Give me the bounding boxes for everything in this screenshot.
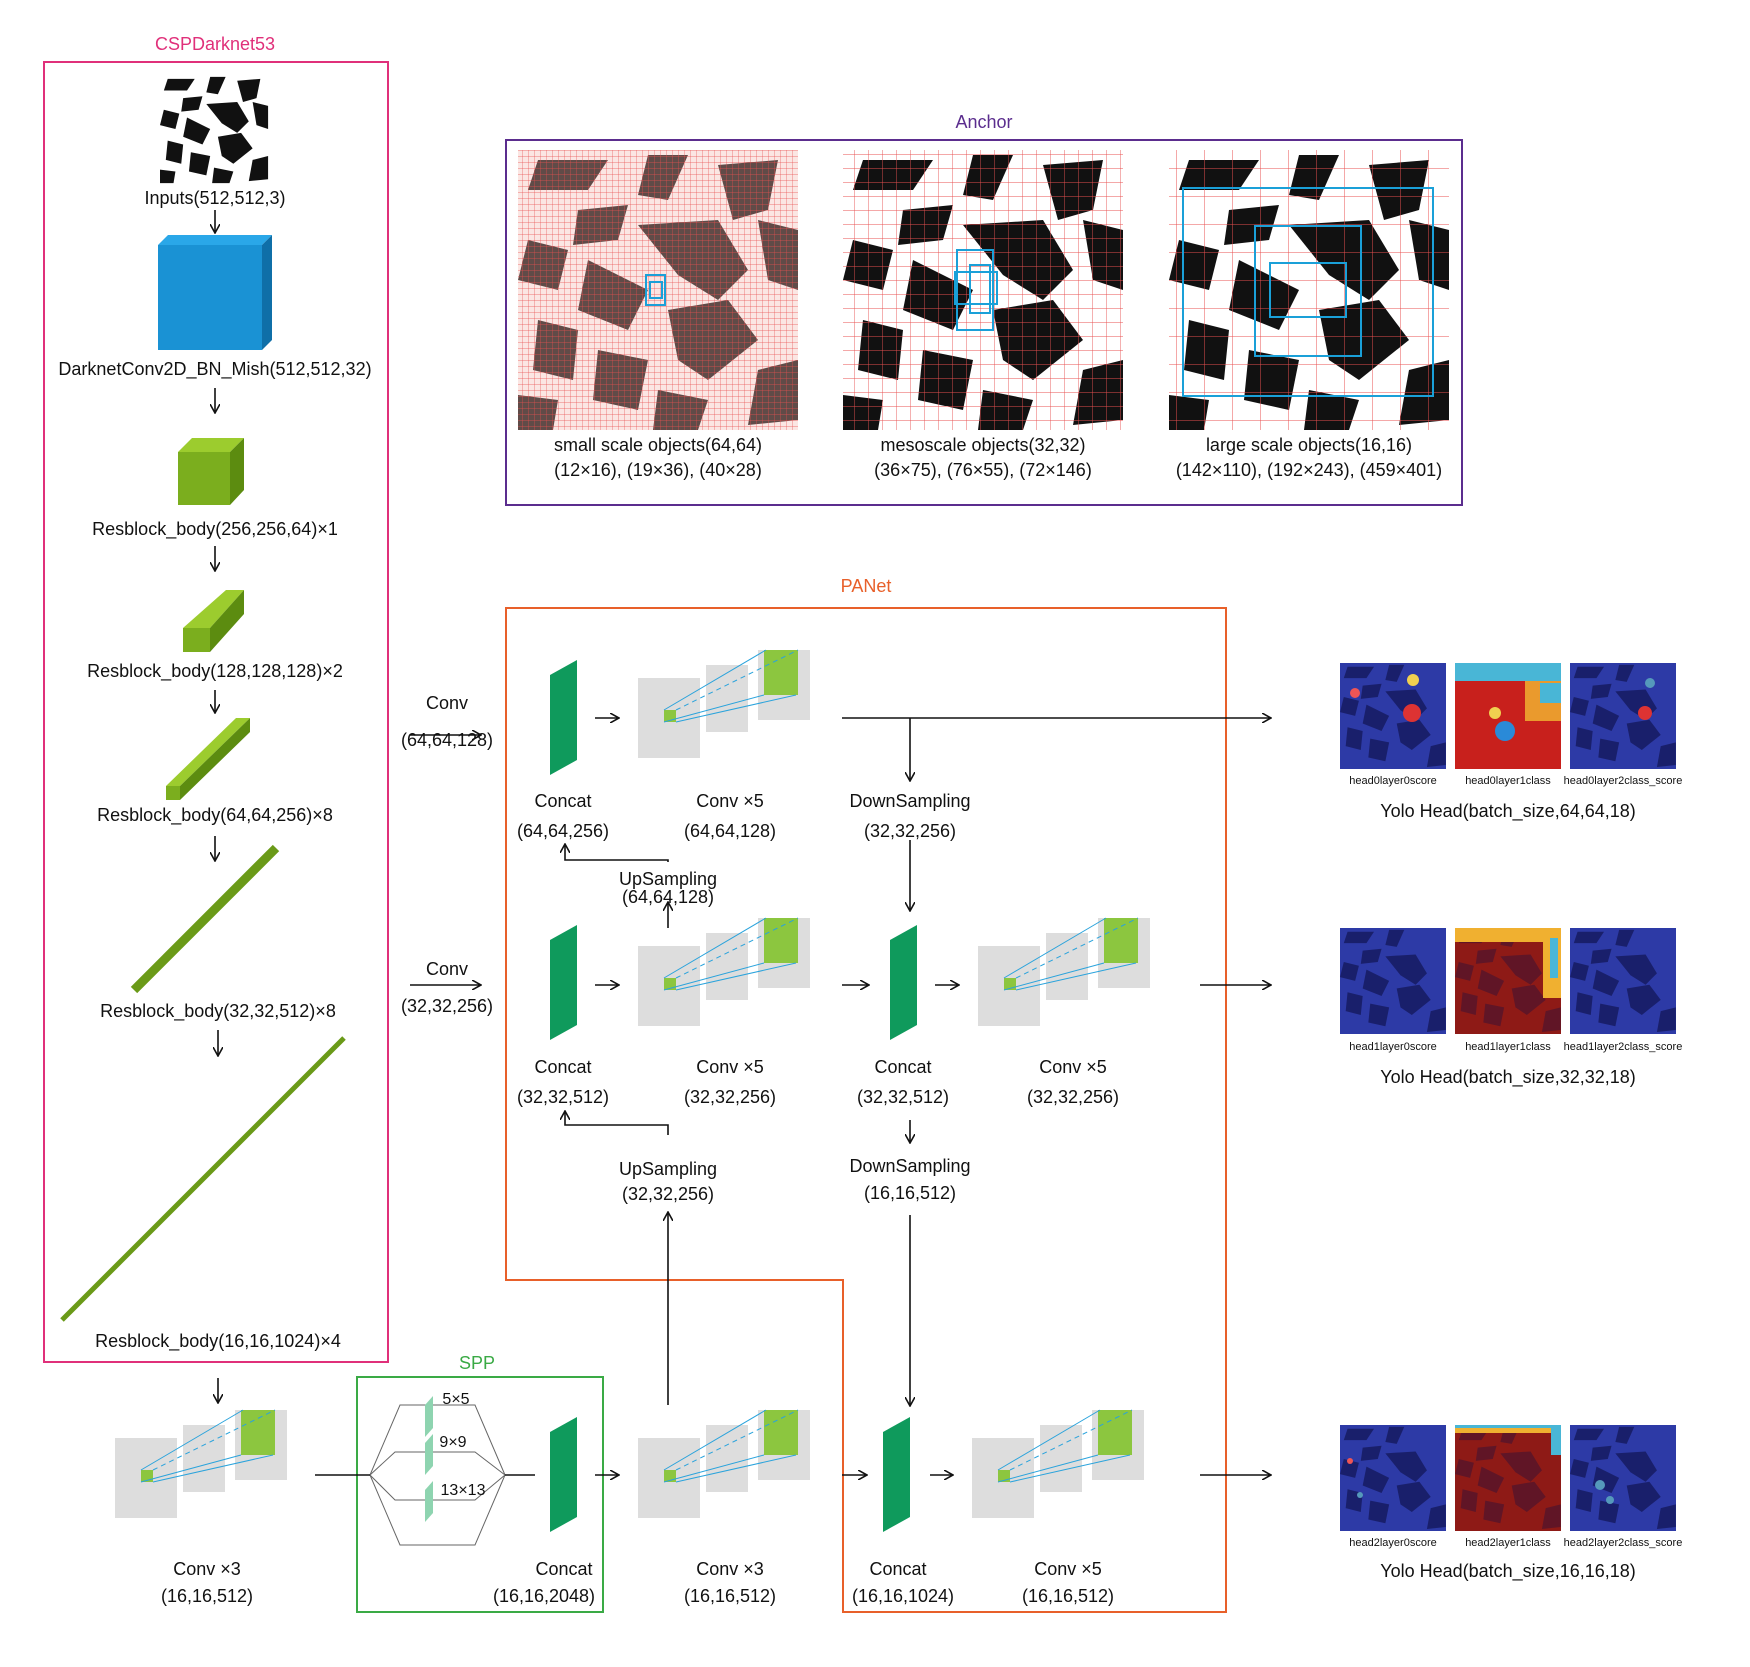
panet-frame xyxy=(505,607,1227,1613)
anchor-title: Anchor xyxy=(955,112,1013,132)
concat-slab-2 xyxy=(550,925,577,1040)
head1-layer1-label: head1layer1class xyxy=(1465,1041,1551,1053)
spp-pool-5x5: 5×5 xyxy=(442,1391,470,1408)
concat-slab-4 xyxy=(883,1417,910,1532)
resblock4-bar xyxy=(130,844,280,994)
spp-concat-dim: (16,16,2048) xyxy=(492,1586,596,1606)
downsampling-2-label: DownSampling xyxy=(849,1156,971,1176)
concat-4-label: Concat xyxy=(869,1559,927,1579)
concat-4-dim: (16,16,1024) xyxy=(851,1586,955,1606)
spp-pool-slab-1 xyxy=(425,1396,433,1437)
input-image xyxy=(160,75,269,184)
spp-pool-slab-3 xyxy=(425,1481,433,1522)
downsampling-1-dim: (32,32,256) xyxy=(863,821,957,841)
head1-layer2-label: head1layer2class_score xyxy=(1563,1041,1683,1053)
convx5-block-2 xyxy=(637,917,811,1027)
convx5-block-4 xyxy=(971,1409,1145,1519)
head2-layer0-label: head2layer0score xyxy=(1349,1537,1437,1549)
cspdarknet-frame xyxy=(43,61,389,1363)
convx5-1-dim: (64,64,128) xyxy=(683,821,777,841)
conv3-a-label: Conv ×3 xyxy=(173,1559,241,1579)
convx5-4-label: Conv ×5 xyxy=(1034,1559,1102,1579)
anchor-large-sizes: (142×110), (192×243), (459×401) xyxy=(1175,460,1443,480)
head2-maps xyxy=(1340,1425,1676,1531)
concat-1-label: Concat xyxy=(534,791,592,811)
spp-title: SPP xyxy=(458,1353,496,1373)
spp-pool-9x9: 9×9 xyxy=(439,1434,467,1451)
conv3-a-dim: (16,16,512) xyxy=(160,1586,254,1606)
upsampling-1-label: UpSampling xyxy=(618,869,718,889)
resblock3-cube xyxy=(166,718,250,800)
spp-concat-label: Concat xyxy=(535,1559,593,1579)
convx5-block-1 xyxy=(637,649,811,759)
convx5-3-dim: (32,32,256) xyxy=(1026,1087,1120,1107)
upsampling-1-dim: (64,64,128) xyxy=(621,887,715,907)
downsampling-2-dim: (16,16,512) xyxy=(863,1183,957,1203)
resblock2-label: Resblock_body(128,128,128)×2 xyxy=(87,661,343,681)
head0-layer1-label: head0layer1class xyxy=(1465,775,1551,787)
conv3-b-label: Conv ×3 xyxy=(696,1559,764,1579)
spp-frame xyxy=(356,1376,604,1613)
upsampling-2-label: UpSampling xyxy=(618,1159,718,1179)
cspdarknet-title: CSPDarknet53 xyxy=(154,34,276,54)
resblock5-label: Resblock_body(16,16,1024)×4 xyxy=(95,1331,341,1351)
head1-title: Yolo Head(batch_size,32,32,18) xyxy=(1380,1067,1636,1087)
concat-2-dim: (32,32,512) xyxy=(516,1087,610,1107)
anchor-frame xyxy=(505,139,1463,506)
spp-pool-slab-2 xyxy=(425,1434,433,1475)
convx5-1-label: Conv ×5 xyxy=(696,791,764,811)
concat-3-label: Concat xyxy=(874,1057,932,1077)
anchor-small-name: small scale objects(64,64) xyxy=(553,435,763,455)
head1-layer0-label: head1layer0score xyxy=(1349,1041,1437,1053)
anchor-panel-meso xyxy=(843,150,1123,430)
anchor-large-name: large scale objects(16,16) xyxy=(1205,435,1413,455)
head0-title: Yolo Head(batch_size,64,64,18) xyxy=(1380,801,1636,821)
input-label: Inputs(512,512,3) xyxy=(144,188,286,208)
concat-2-label: Concat xyxy=(534,1057,592,1077)
darknet-conv-label: DarknetConv2D_BN_Mish(512,512,32) xyxy=(58,359,372,379)
concat-1-dim: (64,64,256) xyxy=(516,821,610,841)
resblock5-bar xyxy=(60,1036,346,1322)
anchor-meso-sizes: (36×75), (76×55), (72×146) xyxy=(874,460,1092,480)
panet-title: PANet xyxy=(840,576,892,596)
conv3-block-b xyxy=(637,1409,811,1519)
conv-mid-label: Conv xyxy=(425,959,469,979)
conv-top-dim: (64,64,128) xyxy=(400,730,494,750)
resblock3-label: Resblock_body(64,64,256)×8 xyxy=(97,805,333,825)
conv3-block-a xyxy=(114,1409,288,1519)
head2-layer2-label: head2layer2class_score xyxy=(1563,1537,1683,1549)
resblock2-cube xyxy=(183,590,244,652)
darknet-conv-cube xyxy=(158,235,272,350)
conv-top-label: Conv xyxy=(425,693,469,713)
convx5-4-dim: (16,16,512) xyxy=(1021,1586,1115,1606)
resblock1-label: Resblock_body(256,256,64)×1 xyxy=(92,519,338,539)
concat-slab-3 xyxy=(890,925,917,1040)
spp-paths xyxy=(369,1404,506,1546)
convx5-3-label: Conv ×5 xyxy=(1039,1057,1107,1077)
convx5-block-3 xyxy=(977,917,1151,1027)
head1-maps xyxy=(1340,928,1676,1034)
conv3-b-dim: (16,16,512) xyxy=(683,1586,777,1606)
head0-layer2-label: head0layer2class_score xyxy=(1563,775,1683,787)
convx5-2-dim: (32,32,256) xyxy=(683,1087,777,1107)
spp-pool-13x13: 13×13 xyxy=(440,1482,486,1499)
head0-layer0-label: head0layer0score xyxy=(1349,775,1437,787)
anchor-meso-name: mesoscale objects(32,32) xyxy=(880,435,1086,455)
conv-mid-dim: (32,32,256) xyxy=(400,996,494,1016)
anchor-small-sizes: (12×16), (19×36), (40×28) xyxy=(554,460,762,480)
concat-3-dim: (32,32,512) xyxy=(856,1087,950,1107)
spp-concat-slab xyxy=(550,1417,577,1532)
upsampling-2-dim: (32,32,256) xyxy=(621,1184,715,1204)
anchor-panel-large xyxy=(1169,150,1449,430)
convx5-2-label: Conv ×5 xyxy=(696,1057,764,1077)
anchor-panel-small xyxy=(518,150,798,430)
resblock1-cube xyxy=(178,438,244,505)
concat-slab-1 xyxy=(550,660,577,775)
resblock4-label: Resblock_body(32,32,512)×8 xyxy=(100,1001,336,1021)
head0-maps xyxy=(1340,663,1676,769)
downsampling-1-label: DownSampling xyxy=(849,791,971,811)
head2-layer1-label: head2layer1class xyxy=(1465,1537,1551,1549)
head2-title: Yolo Head(batch_size,16,16,18) xyxy=(1380,1561,1636,1581)
